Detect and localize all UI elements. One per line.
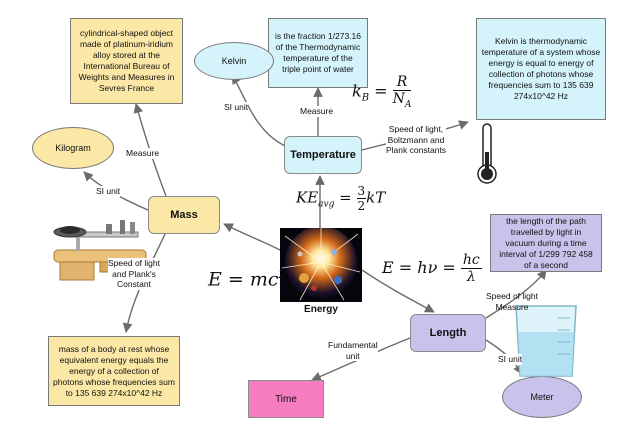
link-label-measure-mass: Measure (126, 148, 160, 159)
speed-boltzmann-text: Speed of light, Boltzmann and Plank cons… (386, 124, 447, 155)
time-label: Time (275, 393, 297, 405)
kilogram-definition-text: cylindrical-shaped object made of platin… (78, 28, 175, 93)
arrow-energy-mass (223, 223, 281, 251)
kilogram-node: Kilogram (32, 127, 114, 169)
mass-definition-text: mass of a body at rest whose equivalent … (53, 343, 175, 398)
beaker-image (515, 305, 577, 377)
link-label-fundamental-unit: Fundamental unit (328, 340, 378, 361)
triple-point-box: is the fraction 1/273.16 of the Thermody… (268, 18, 368, 88)
kilogram-definition-box: cylindrical-shaped object made of platin… (70, 18, 183, 104)
energy-burst-image (280, 228, 362, 302)
link-label-si-unit-kelvin: SI unit (224, 102, 249, 113)
mass-node: Mass (148, 196, 220, 234)
link-label-speed-measure-length: Speed of light Measure (486, 291, 538, 312)
kinetic-energy-formula: KEavg = 3 2 kT (296, 184, 386, 213)
energy-label: Energy (304, 304, 338, 315)
mass-energy-formula: E = mc2 (208, 268, 286, 291)
kelvin-definition-box: Kelvin is thermodynamic temperature of a… (476, 18, 606, 120)
kilogram-label: Kilogram (55, 143, 91, 153)
fundamental-unit-text: Fundamental unit (328, 340, 378, 361)
temperature-node: Temperature (284, 136, 362, 174)
mass-definition-box: mass of a body at rest whose equivalent … (48, 336, 180, 406)
link-label-si-unit-mass: SI unit (96, 186, 121, 197)
link-label-speed-boltzmann: Speed of light, Boltzmann and Plank cons… (386, 124, 447, 156)
speed-plank-text: Speed of light and Plank's Constant (108, 258, 160, 289)
photon-energy-formula: E = hν = hc λ (382, 252, 482, 285)
thermometer-image (477, 123, 497, 184)
arrow-length-meterdef (485, 269, 547, 319)
meter-definition-box: the length of the path travelled by ligh… (490, 214, 602, 272)
link-label-speed-plank: Speed of light and Plank's Constant (108, 258, 160, 290)
meter-node: Meter (502, 376, 582, 418)
arrow-temperature-kelvin (231, 74, 291, 149)
mass-label: Mass (170, 209, 198, 221)
speed-measure-length-text: Speed of light Measure (486, 291, 538, 312)
temperature-label: Temperature (290, 149, 356, 161)
kelvin-definition-text: Kelvin is thermodynamic temperature of a… (481, 36, 601, 101)
length-label: Length (429, 327, 467, 339)
kelvin-label: Kelvin (221, 56, 247, 66)
boltzmann-formula: kB = R NA (352, 74, 412, 110)
meter-label: Meter (530, 392, 554, 402)
link-label-measure-temperature: Measure (300, 106, 334, 117)
meter-definition-text: the length of the path travelled by ligh… (499, 215, 593, 270)
length-node: Length (410, 314, 486, 352)
kelvin-node: Kelvin (194, 42, 274, 80)
link-label-si-unit-meter: SI unit (498, 354, 523, 365)
triple-point-text: is the fraction 1/273.16 of the Thermody… (274, 31, 361, 74)
time-node: Time (248, 380, 324, 418)
arrow-energy-length (361, 269, 435, 313)
